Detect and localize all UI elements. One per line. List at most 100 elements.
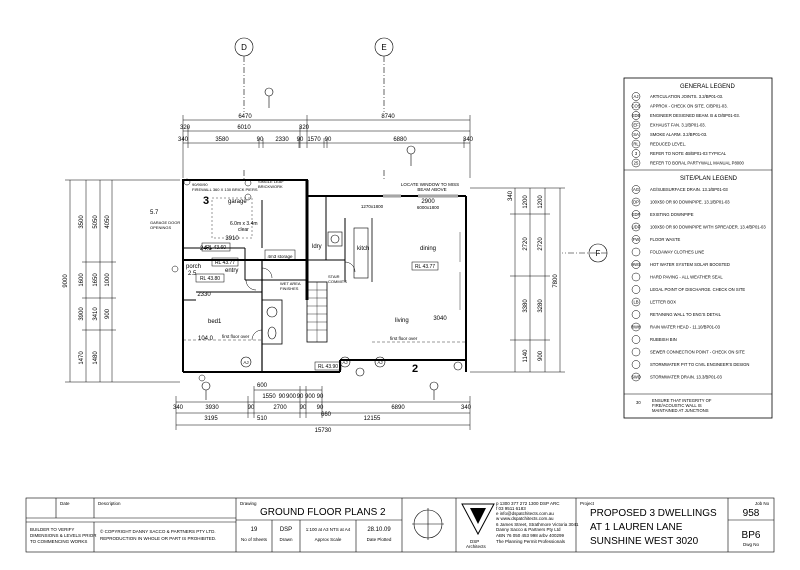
label-beam-width: 2900 [421, 199, 435, 205]
legend-description: AG/SUBSURFACE DRAIN. 13.1/BP01-03 [650, 187, 728, 192]
dim-right-3280: 3280 [538, 299, 544, 313]
label-ldry: ldry [312, 244, 322, 250]
legend-symbol-icon [631, 285, 641, 294]
tb-drawing-title: GROUND FLOOR PLANS 2 [260, 507, 386, 518]
tb-builder-note-2: DIMENSIONS & LEVELS PRIOR [30, 533, 97, 538]
tb-firm-fax: f 03 9511 6183 [496, 506, 526, 511]
dim-top-340b: 340 [463, 137, 474, 143]
dim-left-9000: 9000 [63, 274, 69, 288]
label-stair: STAIR [328, 274, 340, 279]
tb-job-no: 958 [743, 508, 760, 519]
dim-right-2720a: 2720 [523, 237, 529, 251]
legend-symbol-icon [631, 360, 641, 369]
dim-top-3580: 3580 [215, 137, 229, 143]
tb-copyright-2: REPRODUCTION IN WHOLE OR PART IS PROHIBI… [100, 536, 216, 541]
dim-bot-90a: 90 [279, 394, 286, 400]
dim-bot-1550: 1550 [262, 394, 276, 400]
legend-code: SA [633, 132, 639, 137]
legend-code: UDP [632, 225, 641, 230]
dim-top-320b: 320 [299, 125, 310, 131]
legend-footer-code: 30 [636, 400, 641, 405]
legend-description: LEGAL POINT OF DISCHARGE. CHECK ON SITE [650, 287, 745, 292]
legend-description: HARD PAVING - ALL WEATHER SEAL [650, 275, 723, 280]
label-rl-living: RL 43.77 [415, 264, 435, 270]
label-wet-area-2: FINISHES [280, 286, 299, 291]
dim-bot-340b: 340 [461, 405, 472, 411]
tb-project-line1: PROPOSED 3 DWELLINGS [590, 508, 717, 519]
dim-right-1140: 1140 [523, 349, 529, 363]
label-living: living [395, 318, 409, 324]
dim-right-900: 900 [538, 350, 544, 361]
tb-description-label: Description [98, 501, 121, 506]
label-rl-rear: RL 43.90 [318, 364, 338, 370]
tb-firm-phone: p 1300 377 272 1300 DSP ARC [496, 501, 560, 506]
dim-top-340a: 340 [178, 137, 189, 143]
legend-symbol-icon [631, 92, 641, 101]
dim-bot-90d: 90 [248, 405, 255, 411]
legend-symbol-icon [631, 197, 641, 207]
dim-left-1600: 1600 [79, 273, 85, 287]
top-dimension-lines [182, 115, 471, 178]
tb-logo-text-1: DSP [470, 539, 479, 544]
legend-code: RWH [631, 325, 641, 330]
legend-footer-text: ENSURE THAT INTEGRITY OF [652, 398, 712, 403]
dim-bot-6890: 6890 [391, 405, 405, 411]
tb-project-line2: AT 1 LAUREN LANE [590, 522, 683, 533]
dim-bot-660: 660 [321, 412, 332, 418]
label-locate-note-2: BEAM ABOVE [417, 187, 446, 192]
legend-footer-text-2: FIRE/ACOUSTIC WALL IS [652, 403, 702, 408]
legend-description: EXISTING DOWNPIPE [650, 212, 694, 217]
legend-symbol-icon [631, 210, 641, 219]
title-block [25, 497, 775, 553]
legend-symbol-icon [631, 347, 641, 357]
label-porch: porch [186, 264, 201, 270]
legend-code: EDB [632, 113, 641, 118]
tb-sheets: 19 [251, 527, 258, 533]
legend-code: HWS [631, 262, 641, 267]
legend-description: REFER TO NOTE 4B/BP01-03 TYPICAL [650, 151, 727, 156]
legend-symbol-icon [631, 158, 641, 168]
label-garage: garage [228, 199, 247, 205]
tb-firm-company: Danny Sacco & Partners Pty Ltd [496, 527, 561, 532]
grid-label-d: D [241, 43, 247, 52]
legend-symbol-icon [631, 372, 641, 382]
dim-bot-2700: 2700 [273, 405, 287, 411]
tb-drawn: DSP [280, 527, 292, 533]
tb-drawing-label: Drawing [240, 501, 257, 506]
floor-plan [171, 178, 467, 382]
legend-description: APPROX - CHECK ON SITE. C/BP01-03. [650, 104, 728, 109]
label-garage-area-2: clear [238, 227, 249, 233]
legend-symbol-icon [631, 272, 641, 282]
legend-code: RL [633, 142, 639, 147]
plan-labels: 3 2 garage 6.0m x 3.4m clear 3910 RL 43.… [150, 179, 459, 375]
label-window-2: 6000x1800 [417, 205, 440, 210]
legend-symbol-icon [631, 260, 641, 269]
north-arrow-icon [412, 508, 444, 540]
legend-panel [623, 77, 773, 419]
tb-project-label: Project [580, 501, 595, 506]
tb-firm-abn: ABN 76 050 453 998 arbv 400299 [496, 533, 565, 538]
tb-firm-web: w www.dspatchitects.com.au [496, 516, 554, 521]
legend-description: RUBBISH BIN [650, 337, 677, 342]
legend-description: 100X50 OR 90 DOWNPIPE. 13.1/BP01-03 [650, 200, 730, 205]
label-garage-width: 3910 [225, 236, 239, 242]
label-bed1: bed1 [208, 319, 222, 325]
dim-right-1200a: 1200 [523, 195, 529, 209]
dim-bot-90c: 90 [317, 394, 324, 400]
legend-description: RETAINING WALL TO ENG'S DETAIL [650, 312, 722, 317]
dim-top-1570: 1570 [307, 137, 321, 143]
tb-date-plotted: 28.10.09 [367, 527, 391, 533]
tb-copyright-1: © COPYRIGHT DANNY SACCO & PARTNERS PTY L… [100, 528, 216, 534]
label-first-floor-a: first floor over [222, 334, 250, 339]
legend-symbol-icon [631, 297, 641, 307]
label-unit-2: 2 [412, 363, 418, 375]
dim-bot-90b: 90 [297, 394, 304, 400]
dim-right-3380: 3380 [523, 299, 529, 313]
tb-date-plotted-label: Date Plotted [367, 537, 392, 542]
legend-description: REDUCED LEVEL. [650, 142, 686, 147]
legend-description: EXHAUST FAN. 3.1/BP01-03. [650, 123, 706, 128]
legend-symbol-icon [631, 130, 641, 139]
section-markers [201, 87, 439, 400]
dim-top-6010: 6010 [237, 125, 251, 131]
legend-symbol-icon [631, 335, 641, 344]
